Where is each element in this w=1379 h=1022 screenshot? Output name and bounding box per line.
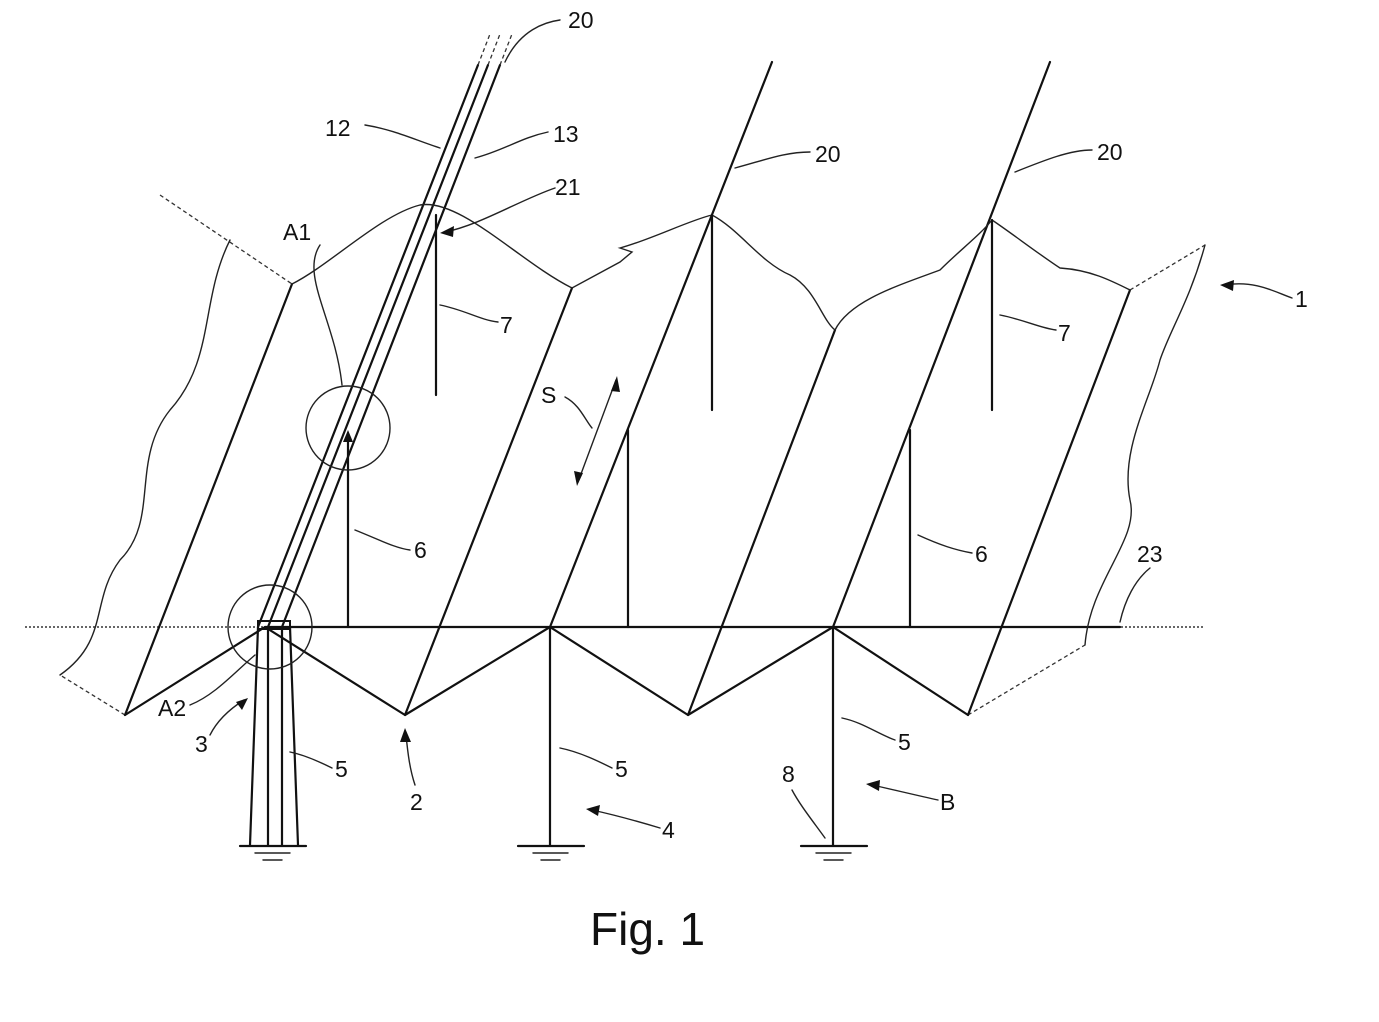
- leader-2: [406, 735, 415, 785]
- canopy-left-dashed: [160, 195, 292, 284]
- leader-23: [1120, 568, 1150, 622]
- label-5: 5: [615, 756, 628, 782]
- leader-5b: [560, 748, 612, 768]
- figure-caption: Fig. 1: [590, 903, 705, 955]
- leader-20b: [735, 152, 810, 168]
- ground-post-left-a: [250, 627, 258, 845]
- direction-arrow-s: [578, 380, 616, 482]
- arrow-b-icon: [866, 780, 880, 791]
- arrow-down-icon: [574, 471, 583, 486]
- pole-20-right: [833, 62, 1050, 627]
- leader-5a: [290, 752, 332, 768]
- left-boundary: [60, 240, 230, 675]
- label-5: 5: [335, 756, 348, 782]
- leader-20c: [1015, 150, 1092, 172]
- leader-s: [565, 397, 592, 428]
- leader-a1: [314, 245, 342, 385]
- pole-inner-extension: [488, 34, 500, 65]
- leader-1: [1225, 284, 1292, 298]
- label-1: 1: [1295, 286, 1308, 312]
- arrow-21-icon: [440, 226, 454, 237]
- leader-b: [872, 785, 938, 800]
- leader-a2: [190, 655, 255, 705]
- label-20: 20: [1097, 139, 1123, 165]
- label-20: 20: [568, 7, 594, 33]
- leader-13: [475, 132, 548, 158]
- label-2: 2: [410, 789, 423, 815]
- bottom-zigzag-left-continuation: [60, 675, 125, 715]
- arrow-4-icon: [586, 805, 600, 816]
- pole-12: [258, 65, 478, 627]
- label-13: 13: [553, 121, 579, 147]
- canopy-right-dashed: [1130, 245, 1205, 290]
- leader-20a: [505, 20, 560, 62]
- label-3: 3: [195, 731, 208, 757]
- diagonal-strand-2: [405, 288, 572, 715]
- leader-4: [592, 810, 660, 828]
- ground-symbol-icon: [518, 846, 584, 860]
- label-a2: A2: [158, 695, 186, 721]
- label-21: 21: [555, 174, 581, 200]
- arrow-up-icon: [611, 376, 620, 392]
- pole-12-inner: [268, 65, 488, 627]
- label-a1: A1: [283, 219, 311, 245]
- leader-7a: [440, 305, 498, 322]
- arrow-3-icon: [236, 698, 248, 710]
- ground-symbol-icon: [240, 846, 306, 860]
- leader-6a: [355, 530, 410, 550]
- label-s: S: [541, 382, 556, 408]
- label-12: 12: [325, 115, 351, 141]
- arrow-1-icon: [1220, 280, 1234, 291]
- diagonal-strand-3: [688, 330, 835, 715]
- pole-20-middle: [550, 62, 772, 627]
- label-8: 8: [782, 761, 795, 787]
- pole-13: [282, 65, 500, 627]
- label-4: 4: [662, 817, 675, 843]
- label-6: 6: [414, 537, 427, 563]
- leader-6b: [918, 535, 972, 553]
- arrow-2-icon: [400, 728, 411, 742]
- bottom-zigzag-continuation: [968, 645, 1085, 715]
- label-5: 5: [898, 729, 911, 755]
- leader-12: [365, 125, 440, 148]
- label-20: 20: [815, 141, 841, 167]
- leader-21: [445, 188, 555, 232]
- ground-symbol-icon: [801, 846, 867, 860]
- label-6: 6: [975, 541, 988, 567]
- bottom-zigzag-wire: [125, 627, 968, 715]
- pole-12-extension: [478, 34, 490, 65]
- right-boundary: [1085, 245, 1205, 645]
- leader-8: [792, 790, 825, 838]
- label-7: 7: [1058, 320, 1071, 346]
- leader-5c: [842, 718, 895, 740]
- label-b: B: [940, 789, 955, 815]
- label-23: 23: [1137, 541, 1163, 567]
- leader-7b: [1000, 315, 1056, 330]
- label-7: 7: [500, 312, 513, 338]
